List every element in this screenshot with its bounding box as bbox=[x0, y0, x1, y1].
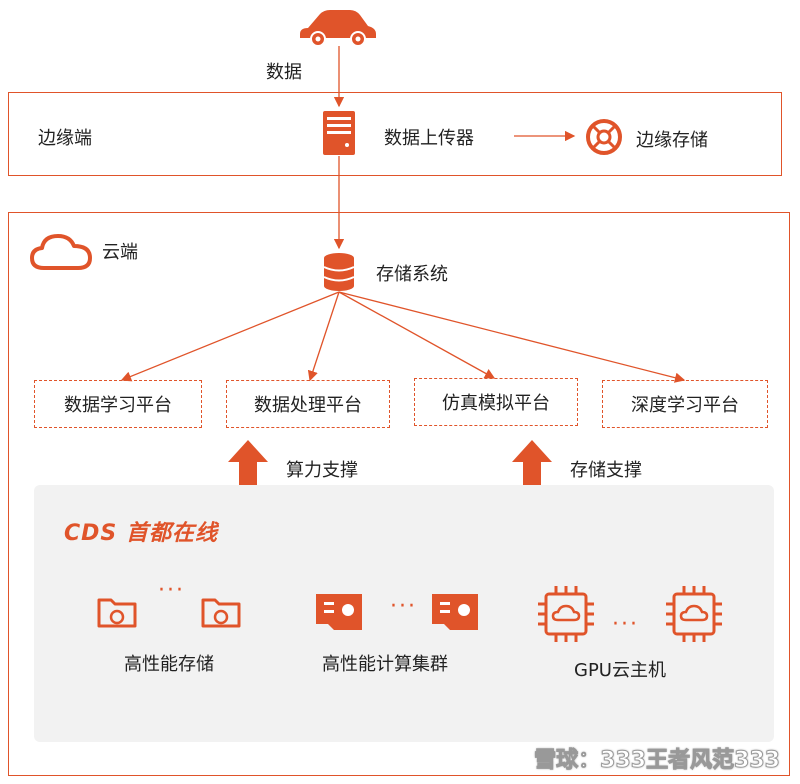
edge-panel bbox=[8, 92, 782, 176]
cloud-title: 云端 bbox=[102, 242, 138, 263]
provider-panel bbox=[34, 485, 774, 742]
brand-logo: CDS 首都在线 bbox=[64, 521, 218, 546]
up-arrow-icon bbox=[228, 440, 268, 486]
platform-deep-learning: 深度学习平台 bbox=[602, 380, 768, 428]
cpu-card-icon bbox=[430, 592, 480, 632]
chip-cloud-icon bbox=[538, 586, 594, 642]
platform-data-processing: 数据处理平台 bbox=[226, 380, 390, 428]
cloud-panel bbox=[8, 212, 790, 776]
cloud-icon bbox=[30, 232, 92, 272]
ellipsis: ··· bbox=[158, 578, 185, 603]
up-arrow-icon bbox=[512, 440, 552, 486]
group-label-compute: 高性能计算集群 bbox=[322, 654, 448, 675]
car-icon bbox=[298, 6, 378, 48]
compute-support-label: 算力支撑 bbox=[286, 460, 358, 481]
group-label-gpu: GPU云主机 bbox=[574, 660, 666, 681]
watermark: 雪球：333王者风范333 bbox=[534, 748, 781, 774]
ellipsis: ··· bbox=[612, 612, 639, 637]
chip-cloud-icon bbox=[666, 586, 722, 642]
group-label-storage: 高性能存储 bbox=[124, 654, 214, 675]
brand-name: 首都在线 bbox=[125, 521, 218, 546]
platform-simulation: 仿真模拟平台 bbox=[414, 378, 578, 426]
data-label: 数据 bbox=[266, 62, 302, 83]
edge-storage-label: 边缘存储 bbox=[636, 130, 708, 151]
folder-cloud-icon bbox=[96, 596, 138, 630]
server-icon bbox=[322, 110, 356, 156]
platform-data-learning: 数据学习平台 bbox=[34, 380, 202, 428]
ellipsis: ··· bbox=[390, 594, 417, 619]
edge-storage-icon bbox=[585, 118, 623, 156]
cpu-card-icon bbox=[314, 592, 364, 632]
database-icon bbox=[322, 252, 356, 292]
folder-cloud-icon bbox=[200, 596, 242, 630]
uploader-label: 数据上传器 bbox=[384, 128, 474, 149]
edge-title: 边缘端 bbox=[38, 128, 92, 149]
storage-system-label: 存储系统 bbox=[376, 264, 448, 285]
storage-support-label: 存储支撑 bbox=[570, 460, 642, 481]
